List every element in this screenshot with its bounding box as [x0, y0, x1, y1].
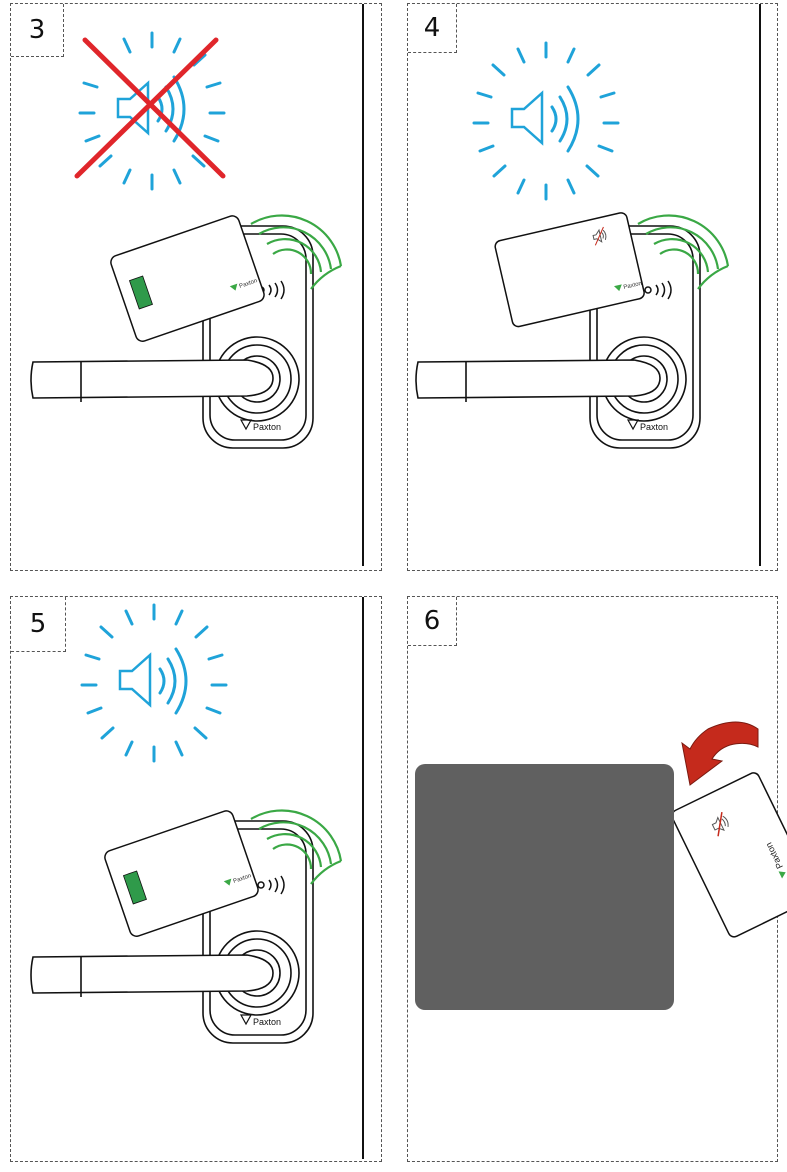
lock-body [202, 820, 314, 1044]
redacted-block [415, 764, 674, 1010]
muted-speaker-icon [592, 226, 607, 246]
curved-arrow-icon [681, 721, 759, 786]
step-4-illustration: Paxton Paxton [415, 4, 761, 566]
green-tag-stripe [122, 870, 147, 905]
svg-text:Paxton: Paxton [623, 281, 643, 291]
brand-mark-icon [614, 284, 622, 292]
green-tag-card: Paxton [104, 810, 259, 937]
paxton-logo-icon: Paxton [626, 419, 668, 432]
led-indicators [257, 875, 285, 895]
step-6-illustration: Paxton [415, 721, 787, 1010]
svg-text:Paxton: Paxton [239, 278, 259, 290]
lever-handle [415, 359, 661, 402]
step-number: 3 [11, 4, 64, 57]
step-4-panel: 4 [407, 3, 778, 571]
step-number: 5 [11, 597, 66, 652]
muted-speaker-icon [711, 812, 729, 837]
step-number: 4 [408, 4, 457, 53]
brand-mark-icon [223, 878, 232, 886]
green-tag-stripe [128, 275, 153, 310]
cross-icon [74, 37, 226, 179]
step-6-panel: 6 Paxton [407, 596, 787, 1162]
step-3-illustration: Paxton Paxton [30, 4, 364, 566]
step-number: 6 [408, 597, 457, 646]
brand-mark-icon [778, 871, 786, 879]
step-5-panel: 5 [10, 596, 382, 1162]
rfid-waves-icon [250, 214, 343, 290]
lever-handle [30, 954, 274, 997]
led-indicators [644, 280, 672, 300]
svg-text:Paxton: Paxton [640, 422, 668, 432]
lock-body [202, 225, 314, 449]
muted-card-turned: Paxton [671, 772, 787, 938]
green-tag-card: Paxton [110, 215, 265, 342]
paxton-logo-icon: Paxton [239, 1014, 281, 1027]
speaker-beep-icon [472, 41, 620, 201]
step-3-panel: 3 [10, 3, 382, 571]
paxton-logo-icon: Paxton [239, 419, 281, 432]
step-5-illustration: Paxton Paxton [30, 597, 364, 1159]
speaker-beep-icon [80, 603, 228, 763]
muted-card: Paxton [494, 212, 645, 328]
svg-text:Paxton: Paxton [233, 873, 253, 885]
brand-mark-icon [229, 283, 238, 291]
svg-text:Paxton: Paxton [253, 1017, 281, 1027]
lever-handle [30, 359, 274, 402]
lock-body [589, 225, 701, 449]
rfid-waves-icon [250, 809, 343, 885]
rfid-waves-icon [637, 214, 730, 290]
svg-text:Paxton: Paxton [253, 422, 281, 432]
